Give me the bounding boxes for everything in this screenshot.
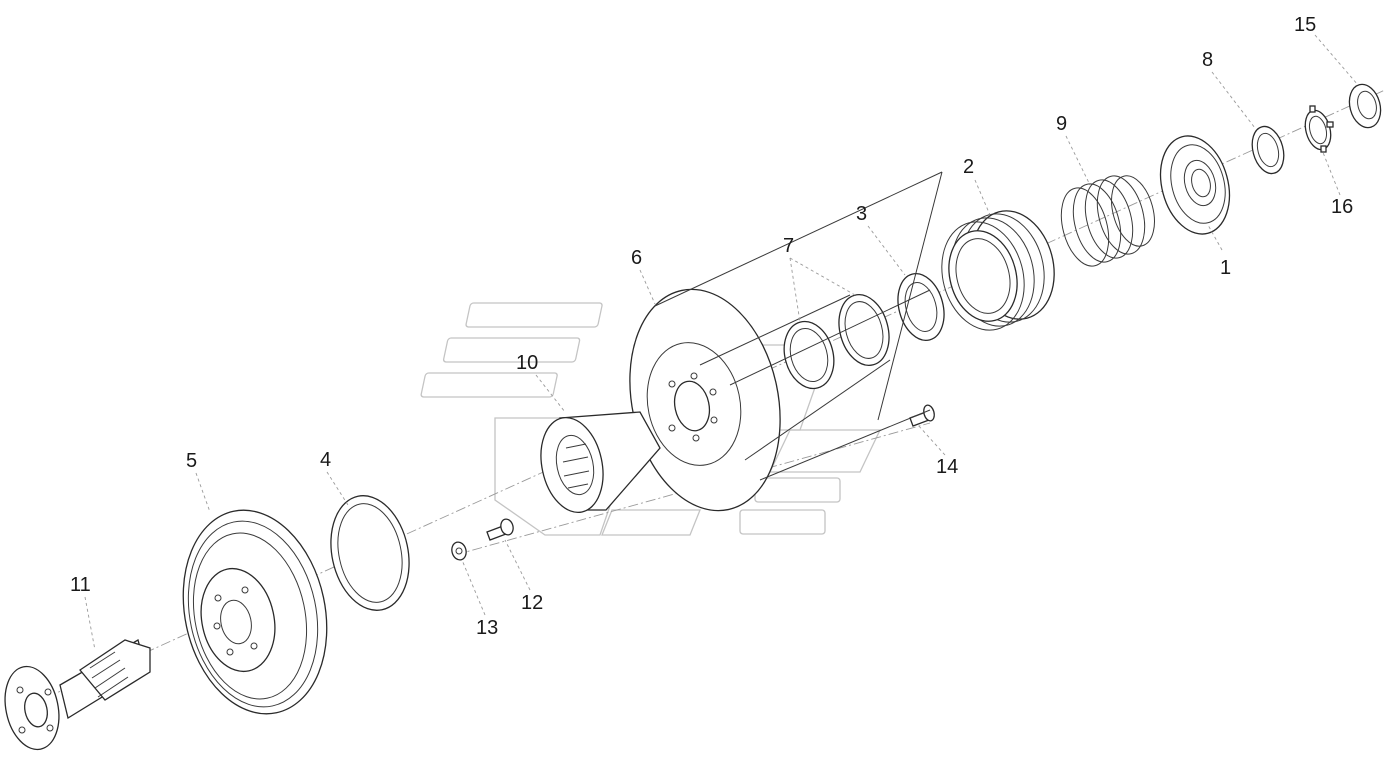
label-part-15: 15 <box>1294 14 1316 36</box>
label-part-2: 2 <box>963 156 974 178</box>
part-1-plate <box>1159 135 1231 235</box>
part-14-bolt <box>909 404 935 427</box>
part-8-washer <box>1251 125 1285 175</box>
label-part-5: 5 <box>186 450 197 472</box>
label-part-3: 3 <box>856 203 867 225</box>
part-12-bolt <box>486 518 514 541</box>
label-part-7: 7 <box>783 235 794 257</box>
label-part-16: 16 <box>1331 196 1353 218</box>
part-15-round-nut <box>1348 83 1382 129</box>
label-part-8: 8 <box>1202 49 1213 71</box>
part-7-ring-a <box>783 320 835 390</box>
part-13-nut <box>451 541 467 561</box>
label-part-4: 4 <box>320 449 331 471</box>
label-part-9: 9 <box>1056 113 1067 135</box>
part-9-spring <box>1060 175 1155 267</box>
bolt-axis <box>454 422 931 556</box>
part-10-hub <box>540 411 661 514</box>
part-4-ring <box>330 495 410 611</box>
label-part-14: 14 <box>936 456 958 478</box>
part-7-ring-b <box>838 294 890 366</box>
part-11-splined-shaft <box>4 639 151 751</box>
label-part-6: 6 <box>631 247 642 269</box>
label-part-13: 13 <box>476 617 498 639</box>
part-16-tab-washer <box>1304 105 1334 153</box>
label-part-10: 10 <box>516 352 538 374</box>
part-6-disc <box>629 288 781 512</box>
part-5-pulley <box>182 509 328 715</box>
assembly-guide-lines <box>654 171 943 481</box>
leader-lines <box>84 34 1359 651</box>
label-part-12: 12 <box>521 592 543 614</box>
label-part-11: 11 <box>70 574 91 596</box>
part-2-bellows <box>941 210 1055 331</box>
label-part-1: 1 <box>1220 257 1231 279</box>
